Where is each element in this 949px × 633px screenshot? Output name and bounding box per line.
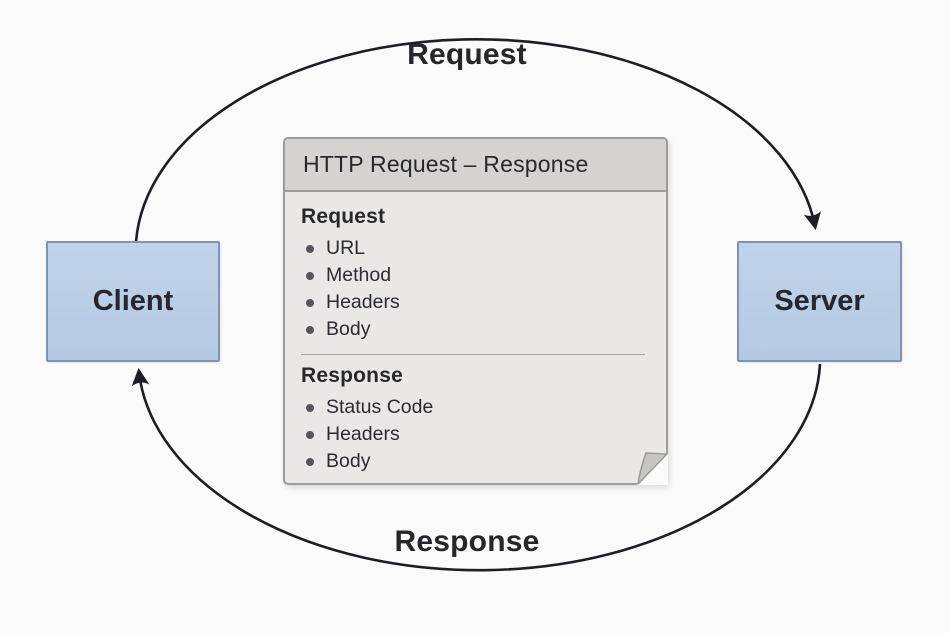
bullet-icon — [306, 326, 314, 334]
list-item: Body — [300, 448, 650, 475]
bullet-icon — [306, 245, 314, 253]
request-section-heading: Request — [301, 205, 386, 228]
server-node: Server — [737, 241, 902, 362]
section-divider — [301, 354, 645, 355]
bullet-icon — [306, 299, 314, 307]
bullet-icon — [306, 404, 314, 412]
list-item: Status Code — [300, 394, 650, 421]
panel-body: Request URL Method Headers Body — [285, 192, 666, 475]
list-item-label: Status Code — [326, 396, 434, 418]
panel-header: HTTP Request – Response — [285, 139, 666, 192]
http-request-response-panel: HTTP Request – Response Request URL Meth… — [283, 137, 668, 485]
response-section-heading: Response — [301, 364, 403, 387]
panel-title: HTTP Request – Response — [303, 151, 589, 177]
request-flow-label: Request — [407, 38, 527, 71]
list-item-label: URL — [326, 237, 366, 259]
bullet-icon — [306, 458, 314, 466]
list-item-label: Body — [326, 450, 371, 472]
request-section-list: URL Method Headers Body — [300, 235, 650, 343]
client-node: Client — [46, 241, 220, 362]
list-item-label: Headers — [326, 423, 400, 445]
client-node-label: Client — [92, 285, 174, 317]
list-item: Headers — [300, 289, 650, 316]
list-item: URL — [300, 235, 650, 262]
bullet-icon — [306, 272, 314, 280]
response-flow-label: Response — [394, 525, 540, 558]
bullet-icon — [306, 431, 314, 439]
list-item-label: Method — [326, 264, 392, 286]
list-item: Method — [300, 262, 650, 289]
list-item: Body — [300, 316, 650, 343]
folded-corner-icon — [636, 452, 668, 485]
response-section-list: Status Code Headers Body — [300, 394, 650, 475]
list-item-label: Headers — [326, 291, 400, 313]
list-item-label: Body — [326, 318, 371, 340]
list-item: Headers — [300, 421, 650, 448]
server-node-label: Server — [774, 285, 865, 317]
